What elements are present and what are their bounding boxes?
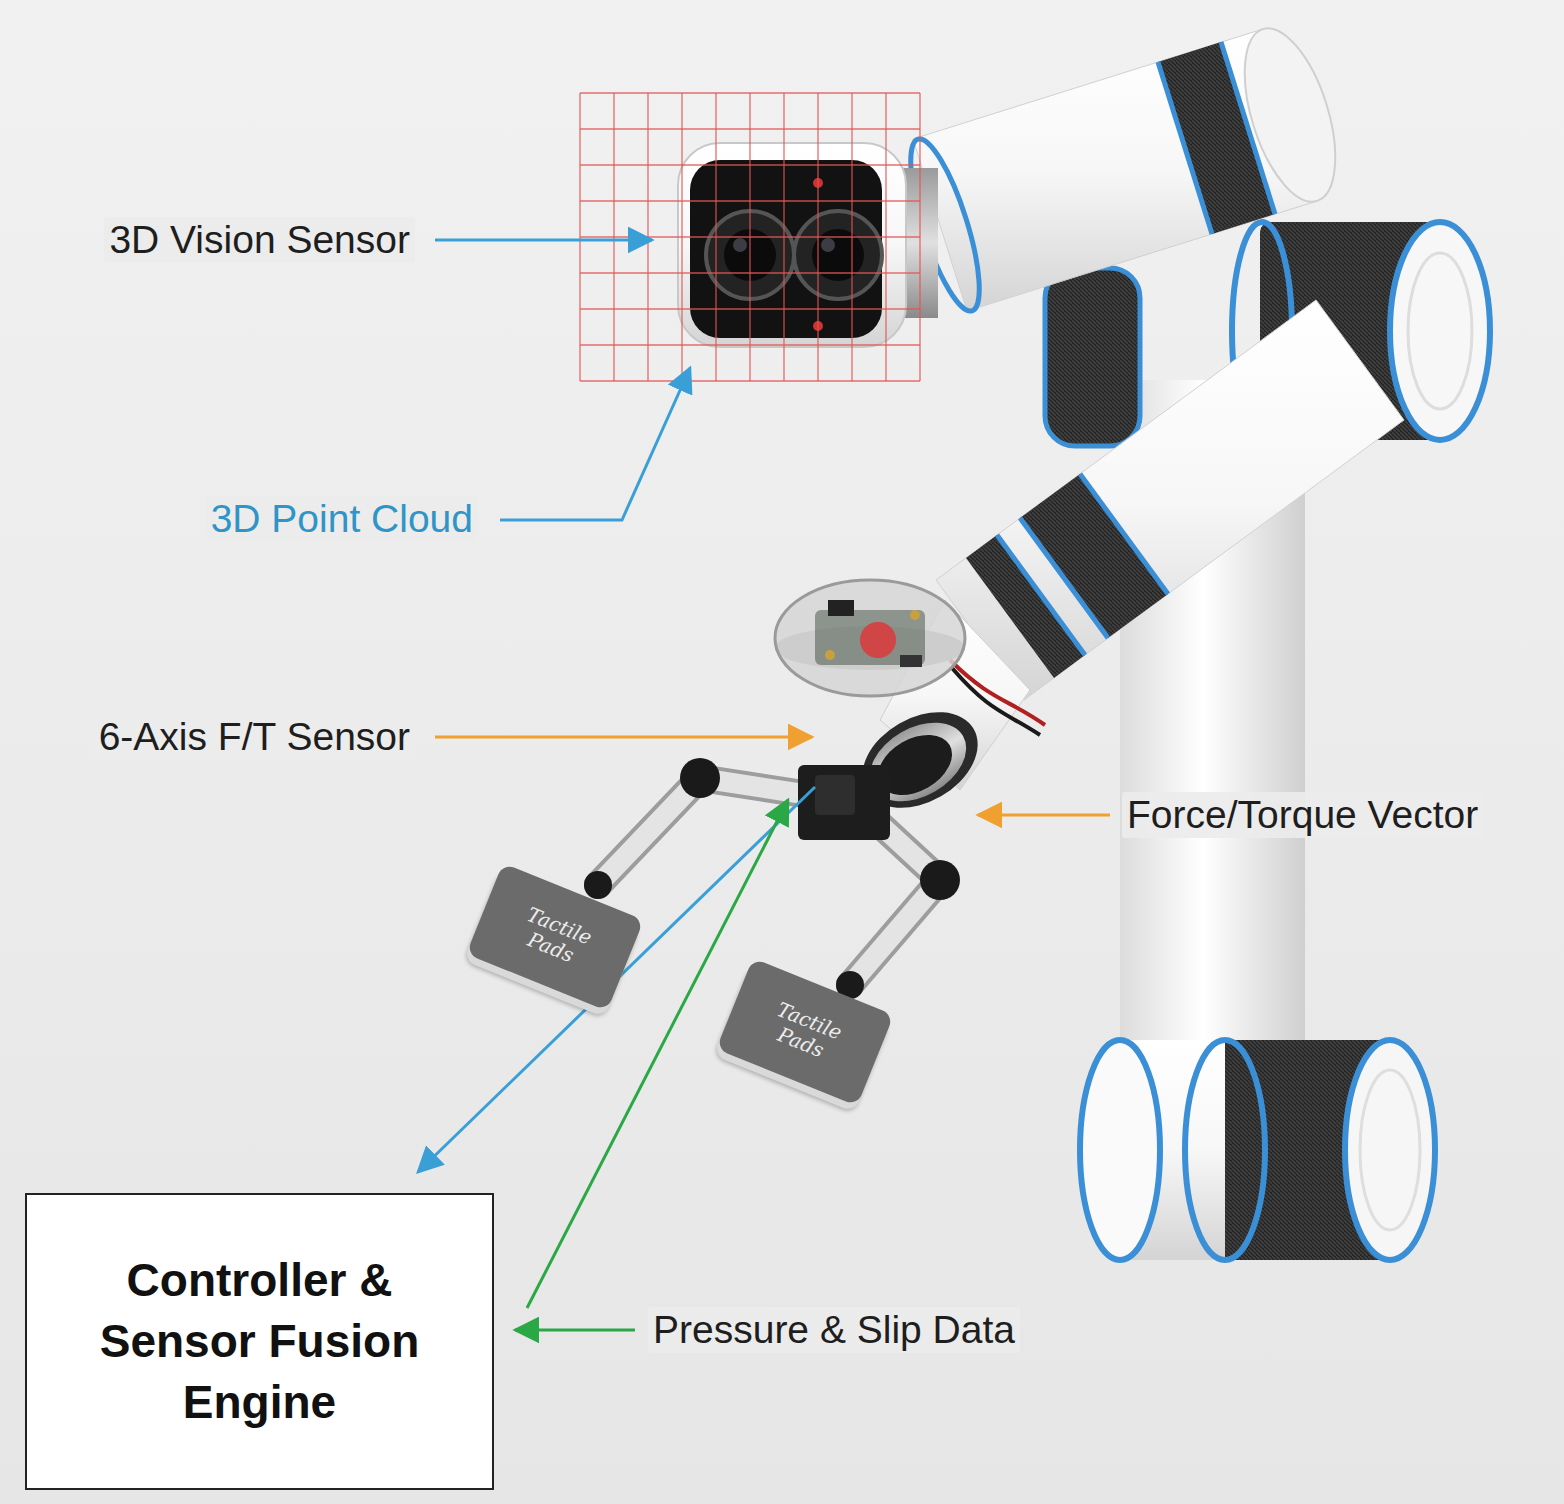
part-label: 3D Vision Sensor <box>104 217 415 264</box>
signal-label: 3D Point Cloud <box>206 496 478 543</box>
point-cloud-grid <box>580 308 920 309</box>
controller-box: Controller & Sensor Fusion Engine <box>25 1193 494 1490</box>
node-text-group: Tactile Pads <box>504 898 607 975</box>
box-label: Controller & Sensor Fusion Engine <box>80 1250 439 1432</box>
pad-label: Tactile Pads <box>504 898 607 975</box>
point-cloud-grid <box>580 236 920 237</box>
signal-label: Force/Torque Vector <box>1122 792 1483 839</box>
point-cloud-grid <box>580 200 920 201</box>
node-text-group: Tactile Pads <box>754 993 857 1070</box>
point-cloud-grid <box>580 164 920 165</box>
part-label: 6-Axis F/T Sensor <box>94 714 415 761</box>
signal-label: Pressure & Slip Data <box>648 1307 1020 1354</box>
point-cloud-grid <box>580 92 920 93</box>
pad-label: Tactile Pads <box>754 993 857 1070</box>
node-text-group: Controller & Sensor Fusion Engine <box>80 1250 439 1432</box>
point-cloud-grid <box>580 380 920 381</box>
point-cloud-grid <box>580 128 920 129</box>
point-cloud-grid <box>580 272 920 273</box>
point-cloud-grid <box>580 344 920 345</box>
